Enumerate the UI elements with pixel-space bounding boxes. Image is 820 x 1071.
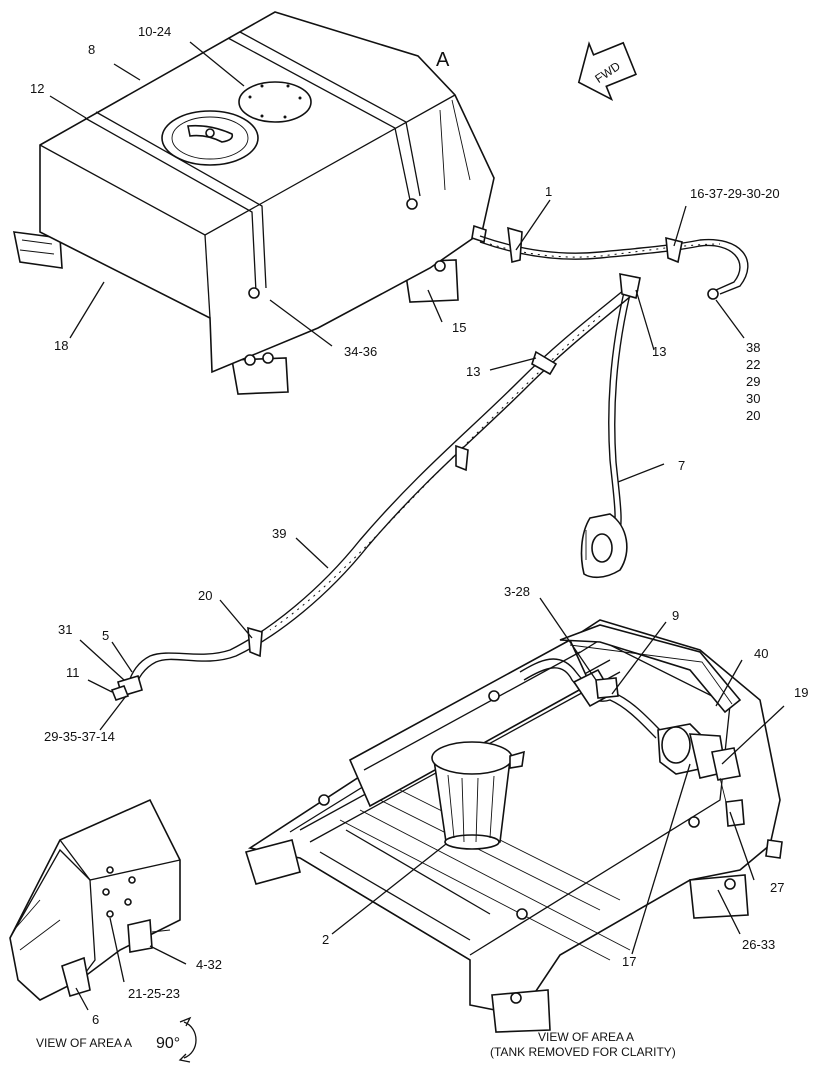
callout-39: 39 [272, 526, 286, 541]
callout-stack-2: 22 [746, 357, 760, 372]
callout-3-28: 3-28 [504, 584, 530, 599]
callout-10-24: 10-24 [138, 24, 171, 39]
leader-lines [49, 41, 785, 1011]
caption-rotation: 90° [156, 1035, 180, 1052]
callout-31: 31 [58, 622, 72, 637]
callout-20: 20 [198, 588, 212, 603]
callout-stack-4: 30 [746, 391, 760, 406]
callout-1: 1 [545, 184, 552, 199]
callout-13-left: 13 [466, 364, 480, 379]
callout-27: 27 [770, 880, 784, 895]
callout-6: 6 [92, 1012, 99, 1027]
callout-9: 9 [672, 608, 679, 623]
callout-13-right: 13 [652, 344, 666, 359]
callout-5: 5 [102, 628, 109, 643]
fuel-tank [12, 11, 495, 395]
callout-40: 40 [754, 646, 768, 661]
callout-34-36: 34-36 [344, 344, 377, 359]
callout-26-33: 26-33 [742, 937, 775, 952]
fuel-lines [110, 226, 749, 701]
area-a-label: A [436, 49, 450, 71]
callout-stack-5: 20 [746, 408, 760, 423]
callout-2: 2 [322, 932, 329, 947]
callout-12: 12 [30, 81, 44, 96]
callout-stack-1: 38 [746, 340, 760, 355]
callout-labels: A 8 10-24 12 18 34-36 15 1 16-37-29-30-2… [30, 24, 808, 1027]
caption-view-right-2: (TANK REMOVED FOR CLARITY) [490, 1045, 676, 1059]
callout-15: 15 [452, 320, 466, 335]
callout-4-32: 4-32 [196, 957, 222, 972]
callout-18: 18 [54, 338, 68, 353]
callout-8: 8 [88, 42, 95, 57]
callout-7: 7 [678, 458, 685, 473]
callout-16-37-29-30-20: 16-37-29-30-20 [690, 186, 780, 201]
filter-basket [431, 741, 525, 850]
area-a-detail [9, 798, 197, 1063]
captions: VIEW OF AREA A 90° VIEW OF AREA A (TANK … [36, 1030, 676, 1059]
callout-17: 17 [622, 954, 636, 969]
callout-stack-3: 29 [746, 374, 760, 389]
callout-19: 19 [794, 685, 808, 700]
tank-support-frame [244, 619, 783, 1033]
caption-view-right-1: VIEW OF AREA A [538, 1030, 634, 1044]
frame-fuel-line [519, 658, 745, 827]
caption-view-left: VIEW OF AREA A [36, 1036, 132, 1050]
callout-21-25-23: 21-25-23 [128, 986, 180, 1001]
callout-11: 11 [66, 665, 80, 680]
forward-arrow: FWD [577, 41, 637, 102]
callout-29-35-37-14: 29-35-37-14 [44, 729, 115, 744]
